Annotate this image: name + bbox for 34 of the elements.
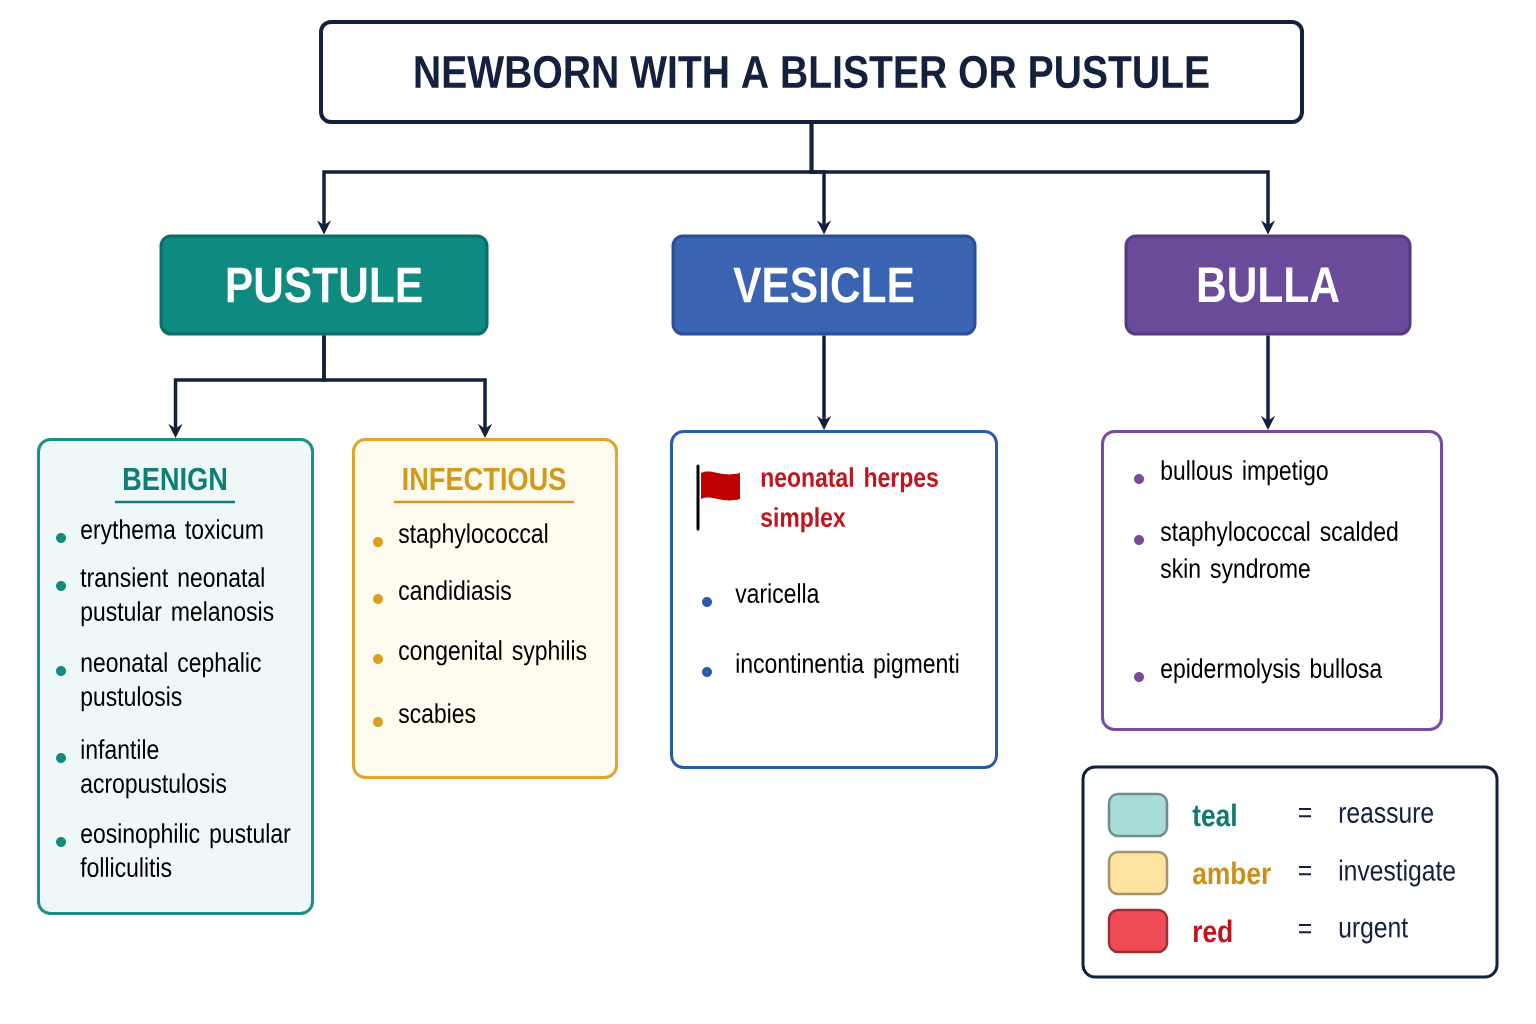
list-card xyxy=(670,430,998,769)
list-card xyxy=(352,438,618,779)
bullet-item: incontinentia pigmenti xyxy=(702,653,959,679)
bullet-item: staphylococcal scalded skin syndrome xyxy=(1134,521,1398,584)
bullet-item: neonatal cephalic pustulosis xyxy=(56,652,261,712)
equals-sign: = xyxy=(1299,923,1311,934)
color-name: amber xyxy=(1193,861,1271,885)
bullet-item: varicella xyxy=(702,583,820,607)
heading: BENIGN xyxy=(123,467,227,491)
equals-sign: = xyxy=(1299,807,1311,818)
bullet-item: congenital syphilis xyxy=(373,640,587,666)
list-card xyxy=(1101,430,1443,731)
list-card xyxy=(37,438,314,915)
bullet-item: erythema toxicum xyxy=(56,519,263,545)
bullet-item: candidiasis xyxy=(373,580,511,604)
legend-text: reassure xyxy=(1339,807,1433,823)
legend-text: urgent xyxy=(1339,918,1408,944)
bullet-item: eosinophilic pustular folliculitis xyxy=(56,823,291,878)
title-box: NEWBORN WITH A BLISTER OR PUSTULE xyxy=(319,20,1304,124)
category-box: PUSTULE xyxy=(159,234,489,336)
legend-text: investigate xyxy=(1339,859,1455,887)
bullet-item: bullous impetigo xyxy=(1134,460,1328,486)
category-box: VESICLE xyxy=(671,234,977,336)
color-name: teal xyxy=(1192,803,1236,827)
bullet-item: transient neonatal pustular melanosis xyxy=(56,567,274,627)
bullet-item: epidermolysis bullosa xyxy=(1134,658,1383,684)
bullet-item: infantile acropustulosis xyxy=(56,739,227,799)
category-box: BULLA xyxy=(1124,234,1412,336)
heading: INFECTIOUS xyxy=(403,467,566,491)
warning-item: neonatal herpes simplex xyxy=(761,467,938,533)
bullet-item: scabies xyxy=(373,703,476,727)
equals-sign: = xyxy=(1299,865,1311,876)
color-name: red xyxy=(1193,919,1232,943)
bullet-item: staphylococcal xyxy=(373,523,548,549)
